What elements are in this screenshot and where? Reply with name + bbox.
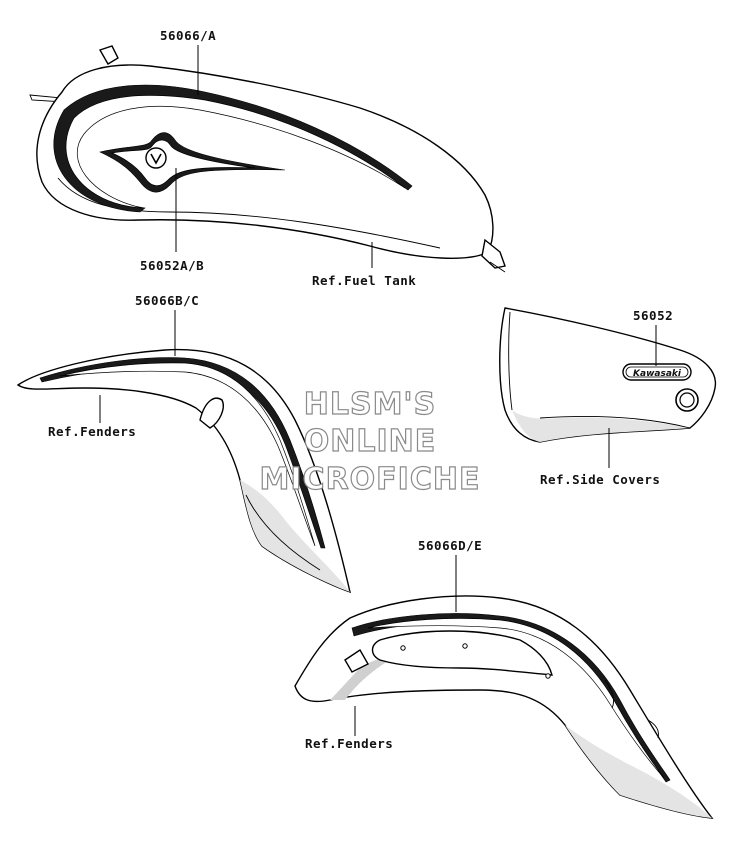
watermark-line-3: MICROFICHE <box>260 462 481 497</box>
leader-lines <box>99 45 657 736</box>
callout-rear-fender: Ref.Fenders <box>305 736 393 751</box>
callout-side-covers: Ref.Side Covers <box>540 472 660 487</box>
callout-side-cover-emblem: 56052 <box>633 308 673 323</box>
watermark-line-2: ONLINE <box>304 424 437 459</box>
callout-front-fender: Ref.Fenders <box>48 424 136 439</box>
callout-tank-decal: 56066/A <box>160 28 216 43</box>
fuel-tank <box>29 45 506 273</box>
rear-fender <box>294 595 714 819</box>
watermark-line-1: HLSM'S <box>304 387 436 422</box>
callout-rear-fender-decal: 56066D/E <box>418 538 482 553</box>
callout-tank-emblem: 56052A/B <box>140 258 204 273</box>
callout-front-fender-decal: 56066B/C <box>135 293 199 308</box>
kawasaki-logo: Kawasaki <box>633 369 682 379</box>
front-fender <box>16 348 351 594</box>
side-cover: Kawasaki <box>499 307 717 443</box>
watermark: HLSM'S ONLINE MICROFICHE <box>259 386 481 497</box>
callout-fuel-tank: Ref.Fuel Tank <box>312 273 416 288</box>
